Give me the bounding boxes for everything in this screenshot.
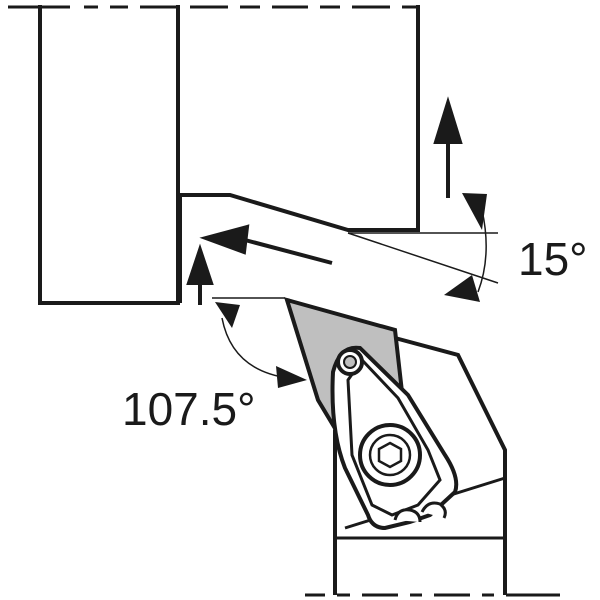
workpiece-left-block [38,5,180,305]
feed-arrow-up-left [186,243,214,305]
lead-angle-label: 15° [518,233,588,285]
lead-angle-reference-lines [347,209,499,293]
feed-arrow-up-right [433,96,463,198]
lead-angle-arrowheads [444,193,487,302]
clamp-screw [358,423,422,487]
approach-angle-arrowheads [215,302,307,388]
feed-arrow-left [199,224,333,265]
approach-angle-reference [212,297,289,379]
workpiece-shoulder [178,5,420,303]
approach-angle-label: 107.5° [122,383,256,435]
clamp-lower-teeth [393,501,447,523]
